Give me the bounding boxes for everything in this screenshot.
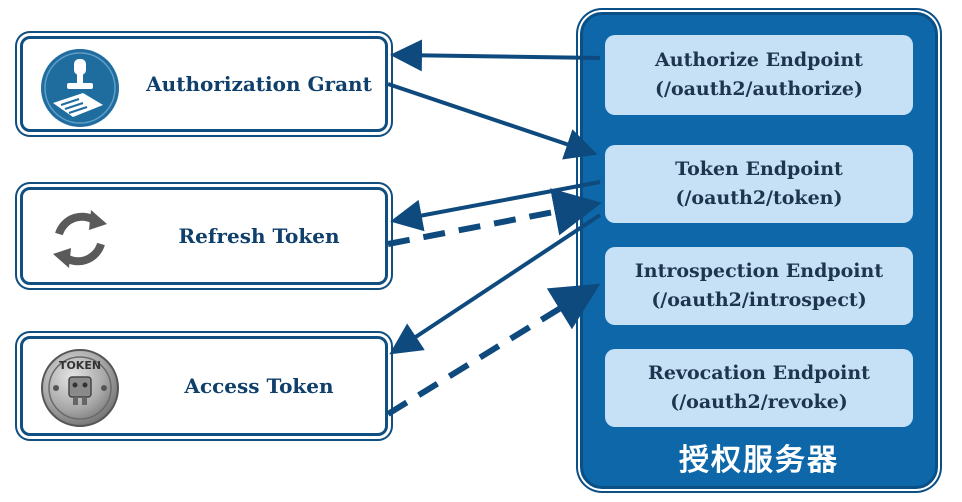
token-coin-icon: TOKEN [39, 347, 121, 429]
revocation-endpoint-name: Revocation Endpoint [648, 362, 870, 384]
token-endpoint-box: Token Endpoint (/oauth2/token) [605, 145, 913, 223]
arrow-refresh-to-token-dashed [387, 188, 602, 247]
coin-text: TOKEN [59, 359, 101, 372]
arrow-access-to-introspect-dashed [386, 283, 601, 417]
refresh-icon [39, 198, 121, 280]
access-token-label: Access Token [184, 374, 334, 398]
access-token-box: TOKEN Access Token [20, 336, 388, 436]
server-title: 授权服务器 [679, 443, 839, 478]
refresh-token-box: Refresh Token [20, 187, 388, 285]
arrow-authorize-to-grant [390, 39, 601, 72]
arrow-token-to-refresh [390, 180, 601, 232]
authorize-endpoint-name: Authorize Endpoint [655, 49, 863, 71]
introspection-endpoint-path: (/oauth2/introspect) [651, 289, 867, 311]
stamp-icon [39, 47, 121, 129]
arrow-grant-to-token [387, 82, 598, 160]
revocation-endpoint-box: Revocation Endpoint (/oauth2/revoke) [605, 349, 913, 427]
authorization-server-panel: Authorize Endpoint (/oauth2/authorize) T… [580, 12, 938, 489]
refresh-token-label: Refresh Token [178, 224, 340, 248]
introspection-endpoint-box: Introspection Endpoint (/oauth2/introspe… [605, 247, 913, 325]
authorization-grant-label: Authorization Grant [146, 72, 372, 96]
arrow-token-to-access [389, 213, 602, 355]
authorize-endpoint-box: Authorize Endpoint (/oauth2/authorize) [605, 35, 913, 115]
token-endpoint-path: (/oauth2/token) [675, 187, 843, 209]
authorize-endpoint-path: (/oauth2/authorize) [655, 78, 863, 100]
token-endpoint-name: Token Endpoint [675, 158, 843, 180]
introspection-endpoint-name: Introspection Endpoint [634, 260, 884, 282]
revocation-endpoint-path: (/oauth2/revoke) [670, 391, 848, 413]
authorization-grant-box: Authorization Grant [20, 36, 388, 132]
